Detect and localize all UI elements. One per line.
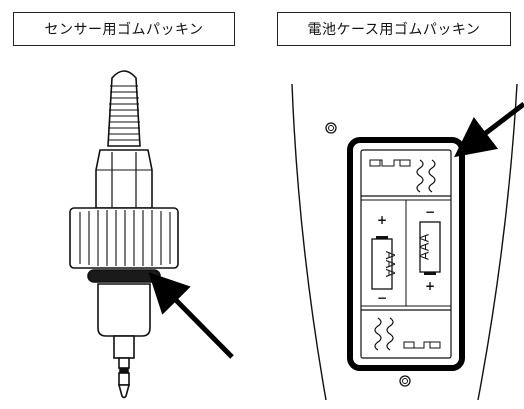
battery-left-type: AAA bbox=[383, 251, 398, 278]
battery-left-top-polarity: + bbox=[377, 213, 387, 227]
spring-bottom-left bbox=[374, 317, 382, 351]
battery-right-bottom-polarity: + bbox=[425, 279, 435, 293]
sensor-illustration bbox=[69, 70, 179, 399]
battery-gasket-label: 電池ケース用ゴムパッキン bbox=[277, 12, 511, 46]
battery-right-top-polarity: − bbox=[425, 205, 435, 219]
sensor-gasket-label-text: センサー用ゴムパッキン bbox=[44, 22, 204, 38]
sensor-arrow bbox=[148, 272, 234, 359]
battery-gasket-arrow bbox=[454, 102, 524, 158]
sensor-hex-nut bbox=[95, 149, 153, 209]
battery-left: + AAA − bbox=[371, 213, 398, 305]
battery-right-type: AAA bbox=[417, 233, 432, 260]
spring-top-right bbox=[416, 159, 424, 193]
sensor-strain-relief bbox=[107, 70, 141, 147]
sensor-lower-body bbox=[97, 283, 151, 337]
battery-left-bottom-polarity: − bbox=[377, 291, 387, 305]
battery-case-illustration bbox=[291, 83, 518, 401]
sensor-knurled-collar bbox=[69, 207, 179, 269]
knurl-lines bbox=[79, 210, 171, 266]
battery-right: − AAA + bbox=[417, 205, 441, 293]
plug-tip bbox=[117, 384, 131, 399]
screw-hole-bottom bbox=[399, 375, 411, 387]
plug-segment-1 bbox=[118, 357, 130, 369]
battery-compartment bbox=[360, 149, 452, 359]
battery-gasket-label-text: 電池ケース用ゴムパッキン bbox=[307, 22, 481, 38]
battery-gasket bbox=[347, 137, 465, 371]
housing-left-edge bbox=[291, 83, 327, 401]
strain-relief-ridges bbox=[108, 85, 140, 141]
sensor-gasket-label: センサー用ゴムパッキン bbox=[13, 12, 235, 46]
screw-hole-top bbox=[325, 122, 337, 134]
plug-segment-2 bbox=[118, 372, 130, 386]
housing-right-edge bbox=[477, 83, 518, 401]
sensor-gasket-oring bbox=[87, 269, 161, 283]
plug-sleeve bbox=[113, 335, 135, 359]
